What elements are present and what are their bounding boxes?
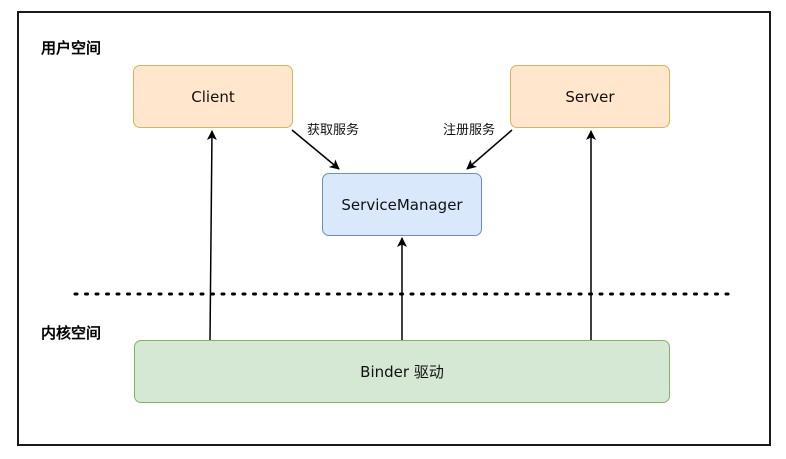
client-node-label: Client [191,87,235,106]
servicemanager-node: ServiceManager [322,173,482,236]
user-space-label: 用户空间 [41,39,102,57]
driver-to-client-arrow [206,130,217,341]
servicemanager-node-label: ServiceManager [341,195,463,214]
server-node: Server [510,65,670,128]
client-node: Client [133,65,293,128]
binder-driver-node: Binder 驱动 [134,340,670,403]
kernel-space-label: 内核空间 [41,324,102,342]
server-node-label: Server [565,87,615,106]
client-to-servicemanager-arrow [291,129,340,170]
server-to-servicemanager-arrow [466,129,513,170]
get-service-label: 获取服务 [307,123,360,138]
binder-driver-node-label: Binder 驱动 [360,363,444,381]
register-service-label: 注册服务 [443,123,496,138]
